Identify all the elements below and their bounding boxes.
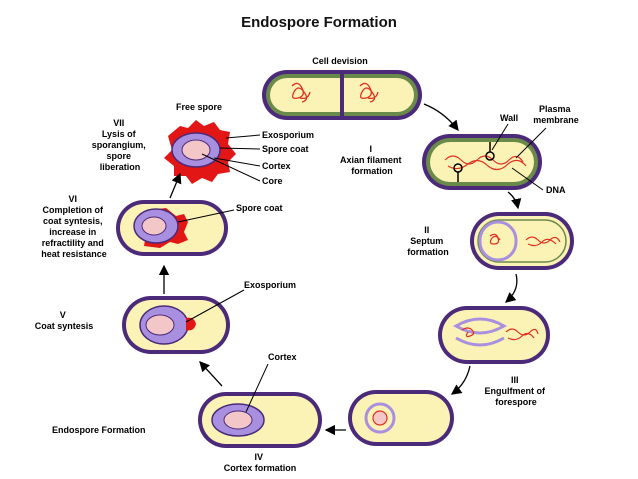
arrow-division-to-i	[423, 103, 459, 132]
dna-strand-left	[291, 82, 311, 103]
dna-strand-right	[359, 82, 379, 103]
label-plasma-membrane: Plasma membrane	[533, 104, 579, 125]
label-exosporium-v: Exosporium	[244, 280, 296, 290]
stage-i-cell	[422, 134, 542, 190]
stage-v-cell	[122, 296, 230, 354]
label-spore-coat-top: Spore coat	[262, 144, 309, 154]
label-stage-vi: VI Completion of coat syntesis, increase…	[41, 194, 107, 259]
label-stage-v: V Coat syntesis	[35, 310, 94, 331]
diagram-title: Endospore Formation	[241, 14, 397, 31]
leader-core	[201, 153, 261, 182]
leader-exosporium-v	[185, 289, 245, 323]
label-cortex-iv: Cortex	[268, 352, 297, 362]
free-spore	[164, 120, 236, 184]
leader-cortex-top	[213, 157, 261, 167]
label-cell-division: Cell devision	[312, 56, 368, 66]
label-stage-vii: VII Lysis of sporangium, spore liberatio…	[92, 118, 149, 172]
arrow-vi-to-vii	[169, 172, 182, 199]
arrow-cortex-to-v	[199, 361, 223, 387]
label-core: Core	[262, 176, 283, 186]
label-exosporium-top: Exosporium	[262, 130, 314, 140]
stage-iv-cell	[348, 390, 454, 446]
leader-dna	[511, 167, 544, 191]
leader-spore-coat-top	[219, 147, 261, 150]
cell-division-cell	[262, 70, 422, 120]
label-stage-iv: IV Cortex formation	[224, 452, 297, 473]
leader-wall	[491, 123, 509, 151]
label-stage-iii: III Engulfment of forespore	[484, 375, 547, 407]
leader-spore-coat-vi	[177, 209, 235, 223]
arrow-ii-to-iii	[505, 273, 518, 303]
label-bottom-left: Endospore Formation	[52, 425, 146, 435]
leader-cortex-iv	[245, 363, 269, 413]
stage-vi-cell	[116, 200, 228, 256]
label-spore-coat-vi: Spore coat	[236, 203, 283, 213]
label-wall: Wall	[500, 113, 518, 123]
label-dna: DNA	[546, 185, 566, 195]
cortex-formation-cell	[198, 392, 322, 448]
label-cortex-top: Cortex	[262, 161, 291, 171]
leader-exosporium-top	[225, 134, 261, 139]
label-stage-i: I Axian filament formation	[340, 144, 404, 176]
label-stage-ii: II Septum formation	[407, 225, 449, 257]
label-free-spore: Free spore	[176, 102, 222, 112]
leader-plasma-membrane	[515, 127, 547, 159]
arrow-iii-to-iv	[450, 365, 471, 395]
stage-ii-cell	[470, 212, 574, 270]
stage-iii-cell	[438, 306, 550, 364]
arrow-i-to-ii	[507, 191, 522, 210]
